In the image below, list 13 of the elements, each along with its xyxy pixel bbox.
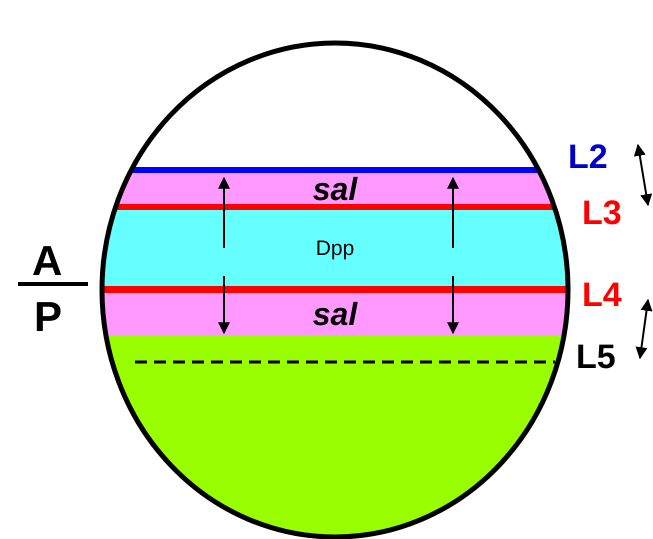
gene-label: sal: [312, 172, 358, 204]
arrow: [447, 176, 459, 248]
gene-label: sal: [312, 298, 358, 330]
axis-label: P: [34, 296, 62, 338]
vein-label: L2: [568, 140, 608, 174]
vein-label: L3: [582, 196, 622, 230]
axis-label: A: [32, 240, 62, 282]
arrow: [447, 276, 459, 334]
arrow: [218, 176, 230, 248]
vein-label: L5: [576, 340, 616, 374]
vein-label: L4: [582, 278, 622, 312]
protein-label: Dpp: [316, 238, 354, 258]
arrow: [218, 276, 230, 334]
